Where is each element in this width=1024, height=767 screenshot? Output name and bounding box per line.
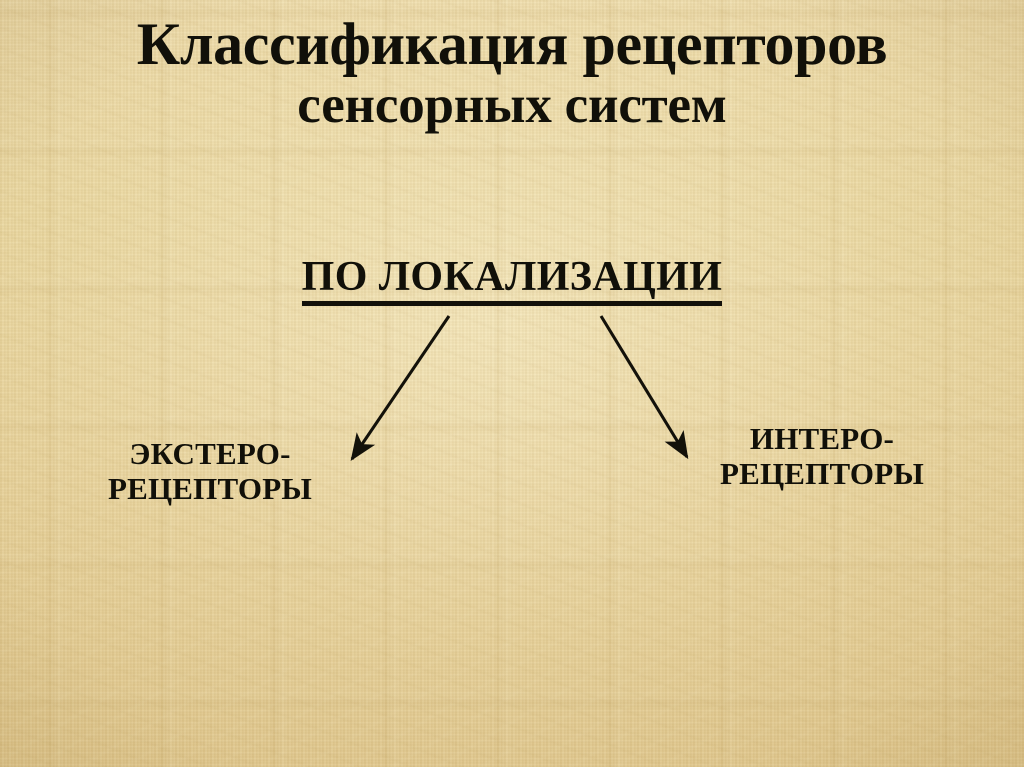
node-interoreceptors-line-1: ИНТЕРО- [749,421,895,456]
slide-title-line-2: сенсорных систем [297,76,727,135]
node-exteroreceptors-line-2: РЕЦЕПТОРЫ [107,470,313,506]
arrow-to-exteroreceptors [350,315,451,462]
slide-title: Классификация рецепторов сенсорных систе… [0,11,1024,136]
node-interoreceptors: ИНТЕРО- РЕЦЕПТОРЫ [672,421,972,491]
section-heading-label: ПО ЛОКАЛИЗАЦИИ [301,255,723,306]
node-exteroreceptors: ЭКСТЕРО- РЕЦЕПТОРЫ [60,436,360,506]
node-interoreceptors-line-2: РЕЦЕПТОРЫ [719,455,925,491]
arrow-to-interoreceptors [599,315,689,460]
slide-title-line-1: Классификация рецепторов [136,11,888,77]
section-heading: ПО ЛОКАЛИЗАЦИИ [0,255,1024,306]
node-exteroreceptors-line-1: ЭКСТЕРО- [129,436,291,471]
